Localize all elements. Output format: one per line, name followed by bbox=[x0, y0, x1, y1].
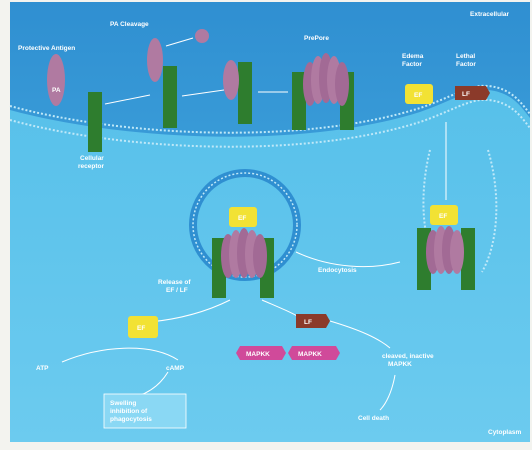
lf-text-cytoplasm: LF bbox=[304, 319, 312, 326]
atp-label: ATP bbox=[36, 365, 49, 372]
pa-text: PA bbox=[52, 87, 61, 94]
lf-shape bbox=[455, 86, 490, 100]
endocytosis-label: Endocytosis bbox=[318, 267, 357, 274]
ef-text-cytoplasm: EF bbox=[137, 325, 145, 332]
pore-right bbox=[426, 226, 464, 274]
extracellular-label: Extracellular bbox=[470, 11, 509, 18]
pa-molecule bbox=[47, 54, 65, 106]
pa-cleaved-large bbox=[147, 38, 163, 82]
lethal-factor-label: Lethal Factor bbox=[456, 53, 477, 68]
receptor-1 bbox=[88, 92, 102, 152]
ef-text: EF bbox=[414, 92, 422, 99]
prepore-label: PrePore bbox=[304, 35, 329, 42]
mapkk-text-2: MAPKK bbox=[298, 351, 322, 358]
ef-text-right: EF bbox=[439, 213, 447, 220]
receptor-3 bbox=[238, 62, 252, 124]
lf-shape-cytoplasm bbox=[296, 314, 330, 328]
pa-bound bbox=[223, 60, 239, 100]
cytoplasm-label: Cytoplasm bbox=[488, 429, 521, 436]
cellular-receptor-label: Cellular receptor bbox=[78, 155, 106, 170]
lf-text: LF bbox=[462, 91, 470, 98]
mapkk-text-1: MAPKK bbox=[246, 351, 270, 358]
receptor-2 bbox=[163, 66, 177, 128]
pa-fragment bbox=[195, 29, 209, 43]
cell-death-label: Cell death bbox=[358, 415, 389, 422]
ef-text-endosome: EF bbox=[238, 215, 246, 222]
camp-label: cAMP bbox=[166, 365, 185, 372]
pore-endosome bbox=[221, 228, 267, 278]
edema-factor-label: Edema Factor bbox=[402, 53, 425, 68]
protective-antigen-label: Protective Antigen bbox=[18, 45, 75, 52]
pa-cleavage-label: PA Cleavage bbox=[110, 21, 149, 28]
